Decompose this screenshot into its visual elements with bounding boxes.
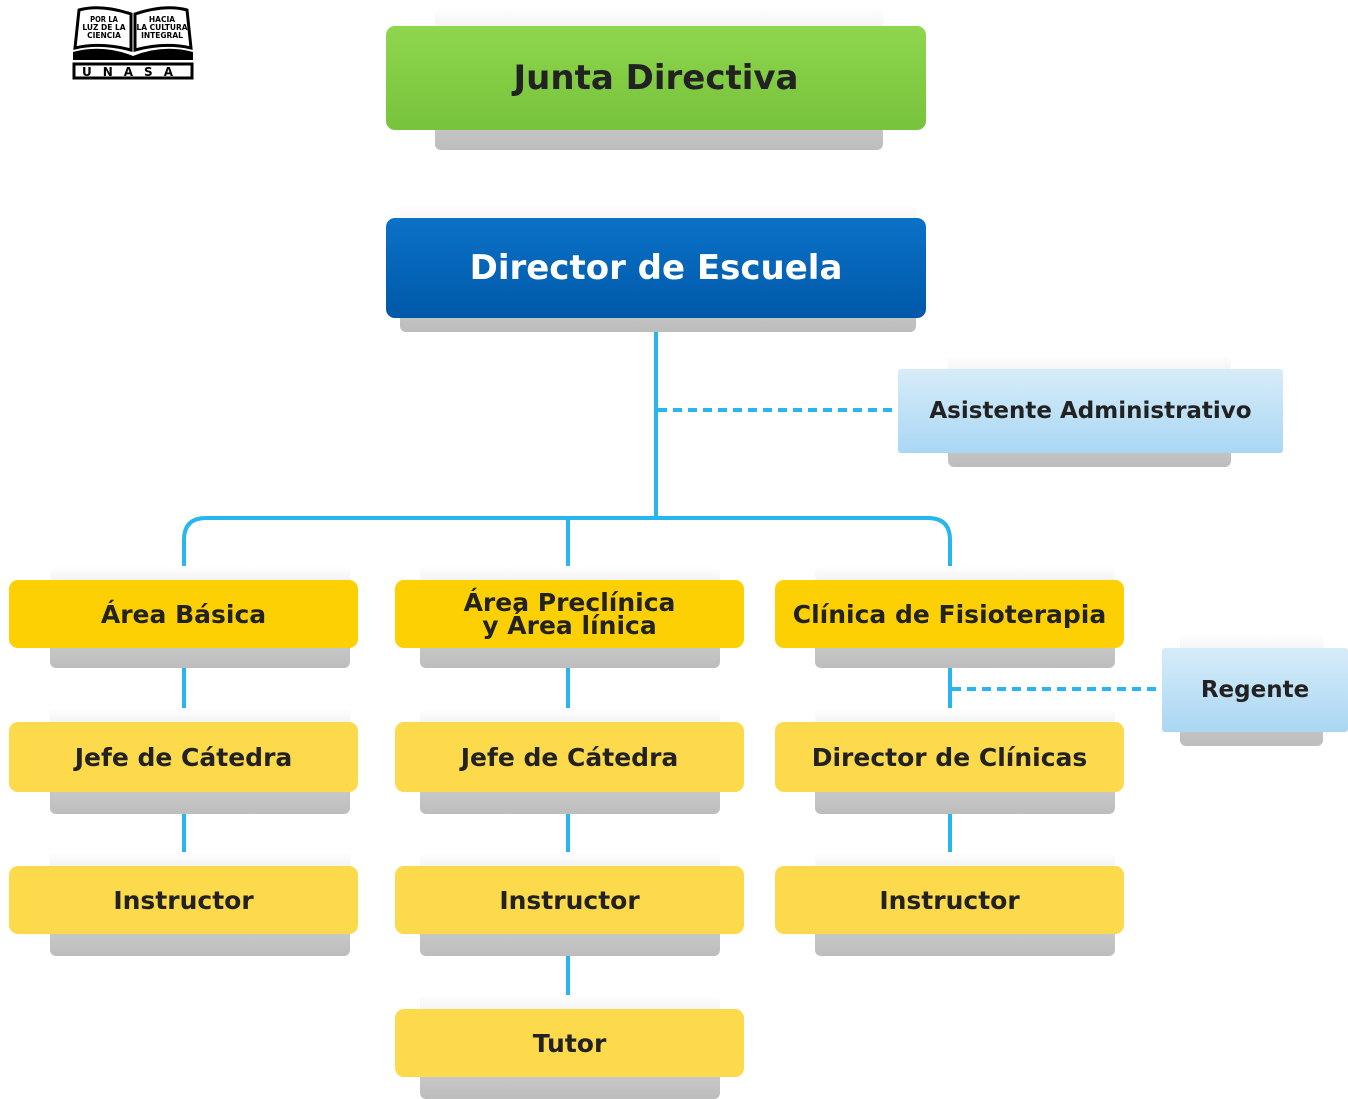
svg-text:HACIA: HACIA bbox=[149, 15, 175, 24]
jefe-catedra-basica-box: Jefe de Cátedra bbox=[9, 722, 358, 792]
instructor-basica-box: Instructor bbox=[9, 866, 358, 934]
director-clinicas-box: Director de Clínicas bbox=[775, 722, 1124, 792]
asistente-administrativo-box: Asistente Administrativo bbox=[898, 369, 1283, 453]
junta-directiva-box: Junta Directiva bbox=[386, 26, 926, 130]
svg-text:LUZ DE LA: LUZ DE LA bbox=[82, 23, 125, 32]
svg-text:INTEGRAL: INTEGRAL bbox=[141, 31, 183, 40]
area-preclinica-box: Área Preclínica y Área línica bbox=[395, 580, 744, 648]
instructor-clinica-label: Instructor bbox=[879, 885, 1020, 915]
director-escuela-box: Director de Escuela bbox=[386, 218, 926, 318]
tutor-label: Tutor bbox=[532, 1028, 607, 1058]
area-basica-box: Área Básica bbox=[9, 580, 358, 648]
instructor-preclinica-box: Instructor bbox=[395, 866, 744, 934]
clinica-fisioterapia-box: Clínica de Fisioterapia bbox=[775, 580, 1124, 648]
svg-text:CIENCIA: CIENCIA bbox=[87, 31, 121, 40]
area-basica-label: Área Básica bbox=[100, 599, 267, 629]
jefe-catedra-basica-label: Jefe de Cátedra bbox=[74, 742, 293, 772]
area-preclinica-label: Área Preclínica y Área línica bbox=[463, 588, 676, 640]
director-clinicas-label: Director de Clínicas bbox=[811, 742, 1088, 772]
junta-directiva-label: Junta Directiva bbox=[513, 58, 799, 98]
instructor-preclinica-label: Instructor bbox=[499, 885, 640, 915]
jefe-catedra-preclinica-label: Jefe de Cátedra bbox=[460, 742, 679, 772]
asistente-administrativo-label: Asistente Administrativo bbox=[929, 398, 1252, 424]
svg-text:UNASA: UNASA bbox=[82, 65, 184, 79]
svg-text:LA CULTURA: LA CULTURA bbox=[136, 23, 187, 32]
instructor-clinica-box: Instructor bbox=[775, 866, 1124, 934]
svg-text:POR LA: POR LA bbox=[90, 15, 119, 24]
clinica-fisioterapia-label: Clínica de Fisioterapia bbox=[792, 599, 1107, 629]
regente-label: Regente bbox=[1200, 677, 1310, 703]
director-escuela-label: Director de Escuela bbox=[469, 248, 843, 288]
tutor-box: Tutor bbox=[395, 1009, 744, 1077]
jefe-catedra-preclinica-box: Jefe de Cátedra bbox=[395, 722, 744, 792]
regente-box: Regente bbox=[1162, 648, 1348, 732]
instructor-basica-label: Instructor bbox=[113, 885, 254, 915]
unasa-logo: POR LA LUZ DE LA CIENCIA HACIA LA CULTUR… bbox=[72, 6, 194, 80]
